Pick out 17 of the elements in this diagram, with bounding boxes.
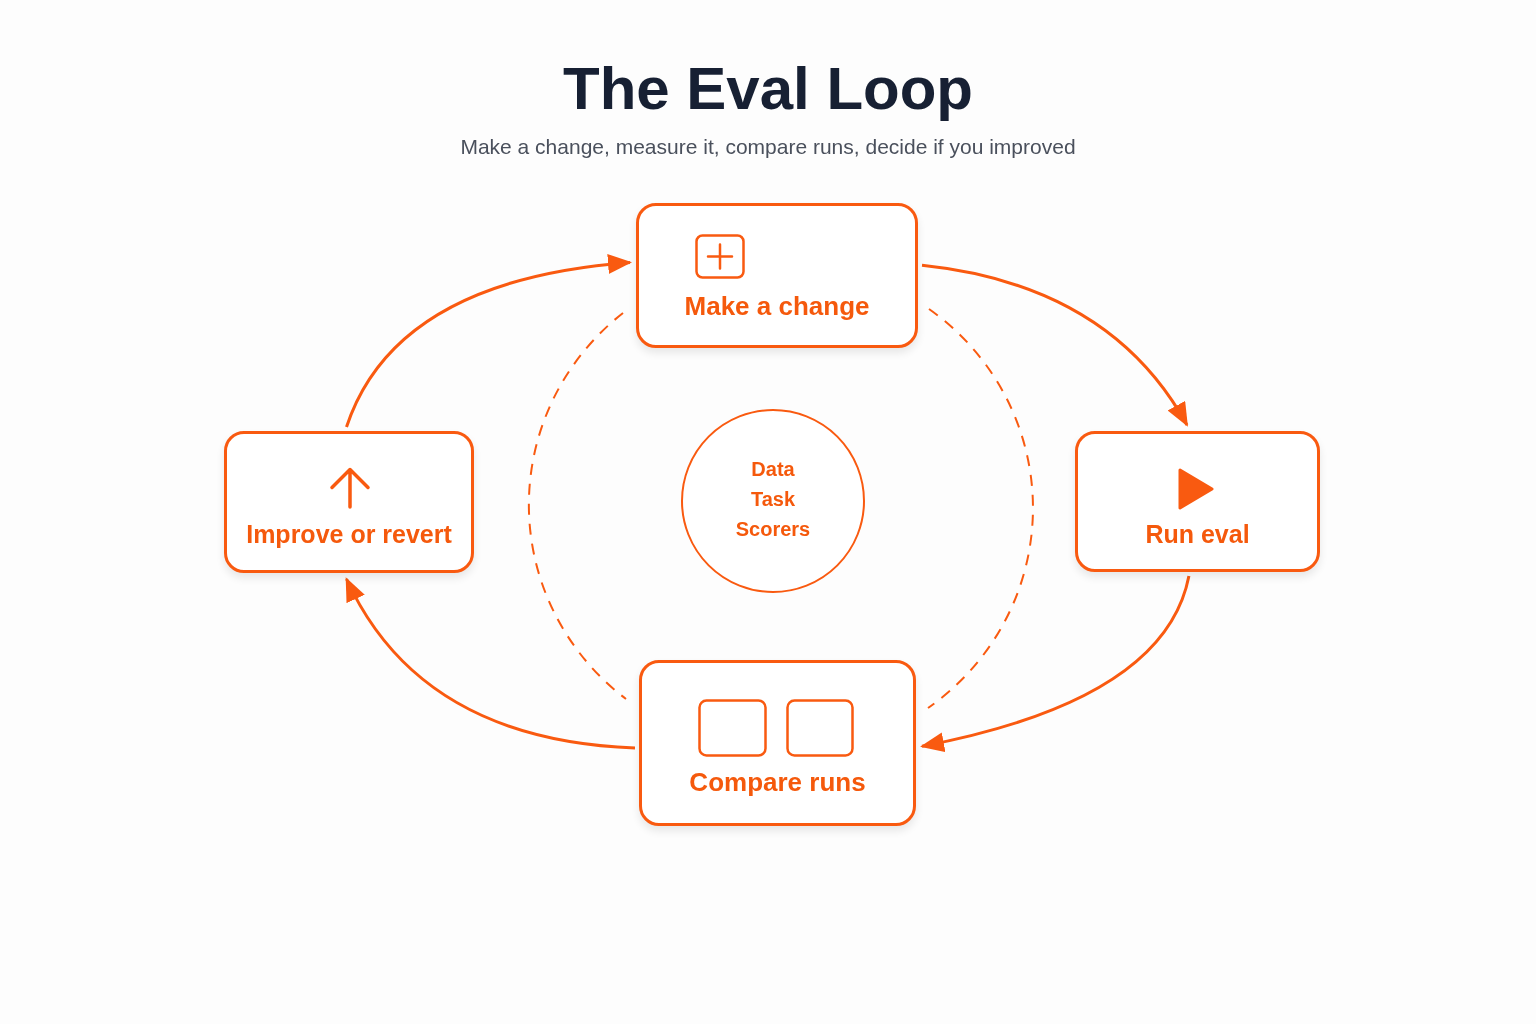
diagram-title: The Eval Loop	[563, 53, 973, 123]
step-box	[1075, 431, 1320, 572]
curved-arrow	[921, 263, 1189, 427]
circle-label: Scorers	[735, 517, 811, 541]
step-label: Make a change	[684, 291, 870, 323]
curved-arrow	[345, 577, 636, 750]
curved-arrow	[345, 254, 632, 428]
step-label: Run eval	[1145, 519, 1250, 549]
curved-arrow	[920, 575, 1191, 752]
circle-label: Task	[750, 487, 796, 511]
step-box	[224, 431, 474, 573]
circle-label: Data	[751, 457, 795, 481]
subtitle: Make a change, measure it, compare runs, decide if you improved	[460, 134, 1076, 160]
step-label: Improve or revert	[246, 519, 452, 549]
step-label: Compare runs	[689, 767, 866, 799]
step-box	[639, 660, 916, 826]
step-box	[636, 203, 918, 348]
